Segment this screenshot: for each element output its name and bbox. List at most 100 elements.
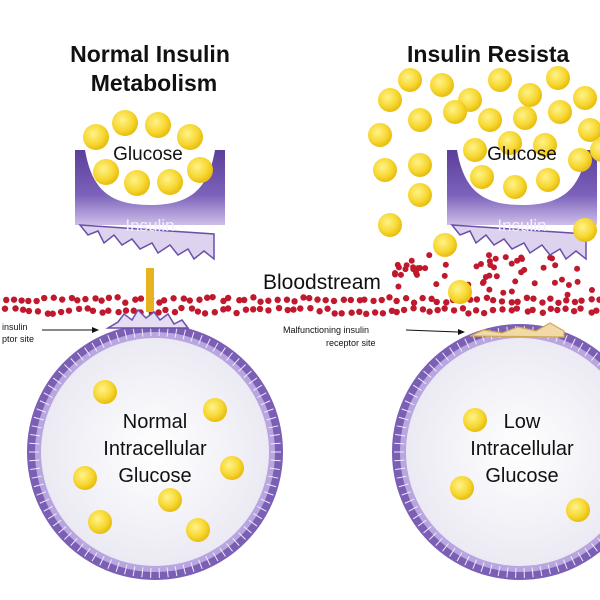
membrane-tick bbox=[266, 483, 277, 488]
blood-cell bbox=[577, 305, 584, 312]
blood-cell bbox=[50, 294, 57, 301]
membrane-tick bbox=[260, 400, 271, 406]
blood-cell bbox=[459, 305, 467, 312]
glucose-molecule bbox=[368, 123, 392, 147]
blood-cell bbox=[249, 306, 257, 313]
membrane-tick bbox=[29, 459, 40, 462]
blood-cell bbox=[493, 273, 500, 280]
blood-cell bbox=[523, 294, 531, 302]
blood-cell bbox=[530, 295, 537, 302]
blood-cell bbox=[171, 308, 179, 316]
left-cell-line2: Intracellular bbox=[103, 438, 207, 460]
blood-cell bbox=[84, 305, 91, 312]
blood-cell bbox=[162, 306, 169, 314]
glucose-molecule bbox=[463, 408, 487, 432]
membrane-tick bbox=[64, 364, 72, 372]
blood-cell bbox=[397, 271, 404, 278]
blood-cell bbox=[419, 306, 427, 313]
blood-cell bbox=[564, 291, 571, 298]
blood-cell bbox=[188, 305, 196, 312]
blood-cell bbox=[74, 297, 81, 304]
membrane-tick bbox=[77, 543, 84, 552]
blood-cell bbox=[413, 270, 420, 277]
membrane-tick bbox=[174, 327, 178, 338]
blood-cell bbox=[18, 297, 25, 304]
blood-cell bbox=[502, 254, 509, 261]
right-receptor-label-line1: Malfunctioning insulin bbox=[283, 325, 369, 335]
blood-cell bbox=[574, 265, 581, 272]
membrane-tick bbox=[591, 352, 598, 361]
blood-cell bbox=[194, 308, 202, 315]
blood-cell bbox=[483, 294, 491, 301]
membrane-tick bbox=[141, 567, 144, 578]
glucose-molecule bbox=[408, 183, 432, 207]
membrane-tick bbox=[435, 537, 443, 546]
left-cell-glucose bbox=[73, 380, 244, 542]
membrane-tick bbox=[43, 506, 53, 512]
blood-cell bbox=[347, 296, 355, 304]
left-receptor bbox=[105, 308, 190, 329]
glucose-molecule bbox=[73, 466, 97, 490]
blood-cell bbox=[371, 309, 379, 316]
membrane-tick bbox=[52, 377, 62, 385]
right-receptor-pointer bbox=[405, 329, 459, 333]
blood-cell bbox=[297, 305, 304, 312]
membrane-tick bbox=[219, 547, 226, 557]
blood-cell bbox=[554, 306, 561, 314]
blood-cell bbox=[477, 260, 484, 267]
glucose-molecule bbox=[470, 165, 494, 189]
left-title-line1: Normal Insulin bbox=[70, 41, 230, 67]
membrane-tick bbox=[260, 498, 271, 504]
blood-cell bbox=[393, 297, 400, 305]
blood-cell bbox=[290, 306, 297, 313]
membrane-tick bbox=[269, 467, 280, 471]
blood-cell bbox=[410, 305, 417, 312]
membrane-tick bbox=[417, 377, 427, 385]
blood-cell bbox=[593, 307, 600, 314]
glucose-molecule bbox=[443, 100, 467, 124]
glucose-molecule bbox=[478, 108, 502, 132]
membrane-tick bbox=[577, 342, 584, 352]
membrane-tick bbox=[584, 347, 591, 357]
membrane-tick bbox=[124, 329, 128, 340]
glucose-molecule bbox=[220, 456, 244, 480]
membrane-tick bbox=[263, 491, 274, 496]
blood-cell bbox=[434, 306, 441, 314]
membrane-tick bbox=[248, 519, 258, 527]
glucose-molecule bbox=[578, 118, 600, 142]
left-title-line2: Metabolism bbox=[91, 70, 218, 96]
right-insulin-complex: Insulin bbox=[447, 150, 597, 261]
membrane-tick bbox=[270, 459, 281, 462]
blood-cell bbox=[482, 273, 489, 280]
blood-cell bbox=[562, 305, 569, 312]
membrane-tick bbox=[31, 425, 42, 429]
right-cell-glucose bbox=[450, 408, 590, 522]
membrane-tick bbox=[115, 332, 120, 342]
membrane-tick bbox=[429, 364, 437, 372]
glucose-molecule bbox=[536, 168, 560, 192]
membrane-tick bbox=[132, 566, 136, 577]
blood-cell bbox=[180, 295, 188, 302]
blood-cell bbox=[426, 308, 433, 315]
membrane-tick bbox=[597, 537, 600, 542]
blood-cell bbox=[443, 299, 450, 306]
membrane-tick bbox=[449, 347, 456, 357]
blood-cell bbox=[508, 288, 515, 295]
left-cell-line3: Glucose bbox=[118, 465, 191, 487]
blood-cell bbox=[236, 297, 243, 304]
membrane-tick bbox=[429, 532, 437, 540]
blood-cell bbox=[588, 286, 595, 293]
membrane-tick bbox=[248, 377, 258, 385]
blood-cell bbox=[186, 297, 193, 304]
blood-cell bbox=[155, 309, 162, 316]
bloodstream-band bbox=[1, 252, 600, 318]
glucose-molecule bbox=[93, 159, 119, 185]
membrane-tick bbox=[394, 442, 405, 445]
membrane-tick bbox=[412, 384, 422, 391]
blood-cell bbox=[588, 296, 595, 303]
blood-cell bbox=[300, 294, 307, 301]
membrane-tick bbox=[263, 408, 274, 413]
glucose-molecule bbox=[533, 133, 557, 157]
glucose-molecule bbox=[548, 100, 572, 124]
membrane-tick bbox=[253, 384, 263, 391]
